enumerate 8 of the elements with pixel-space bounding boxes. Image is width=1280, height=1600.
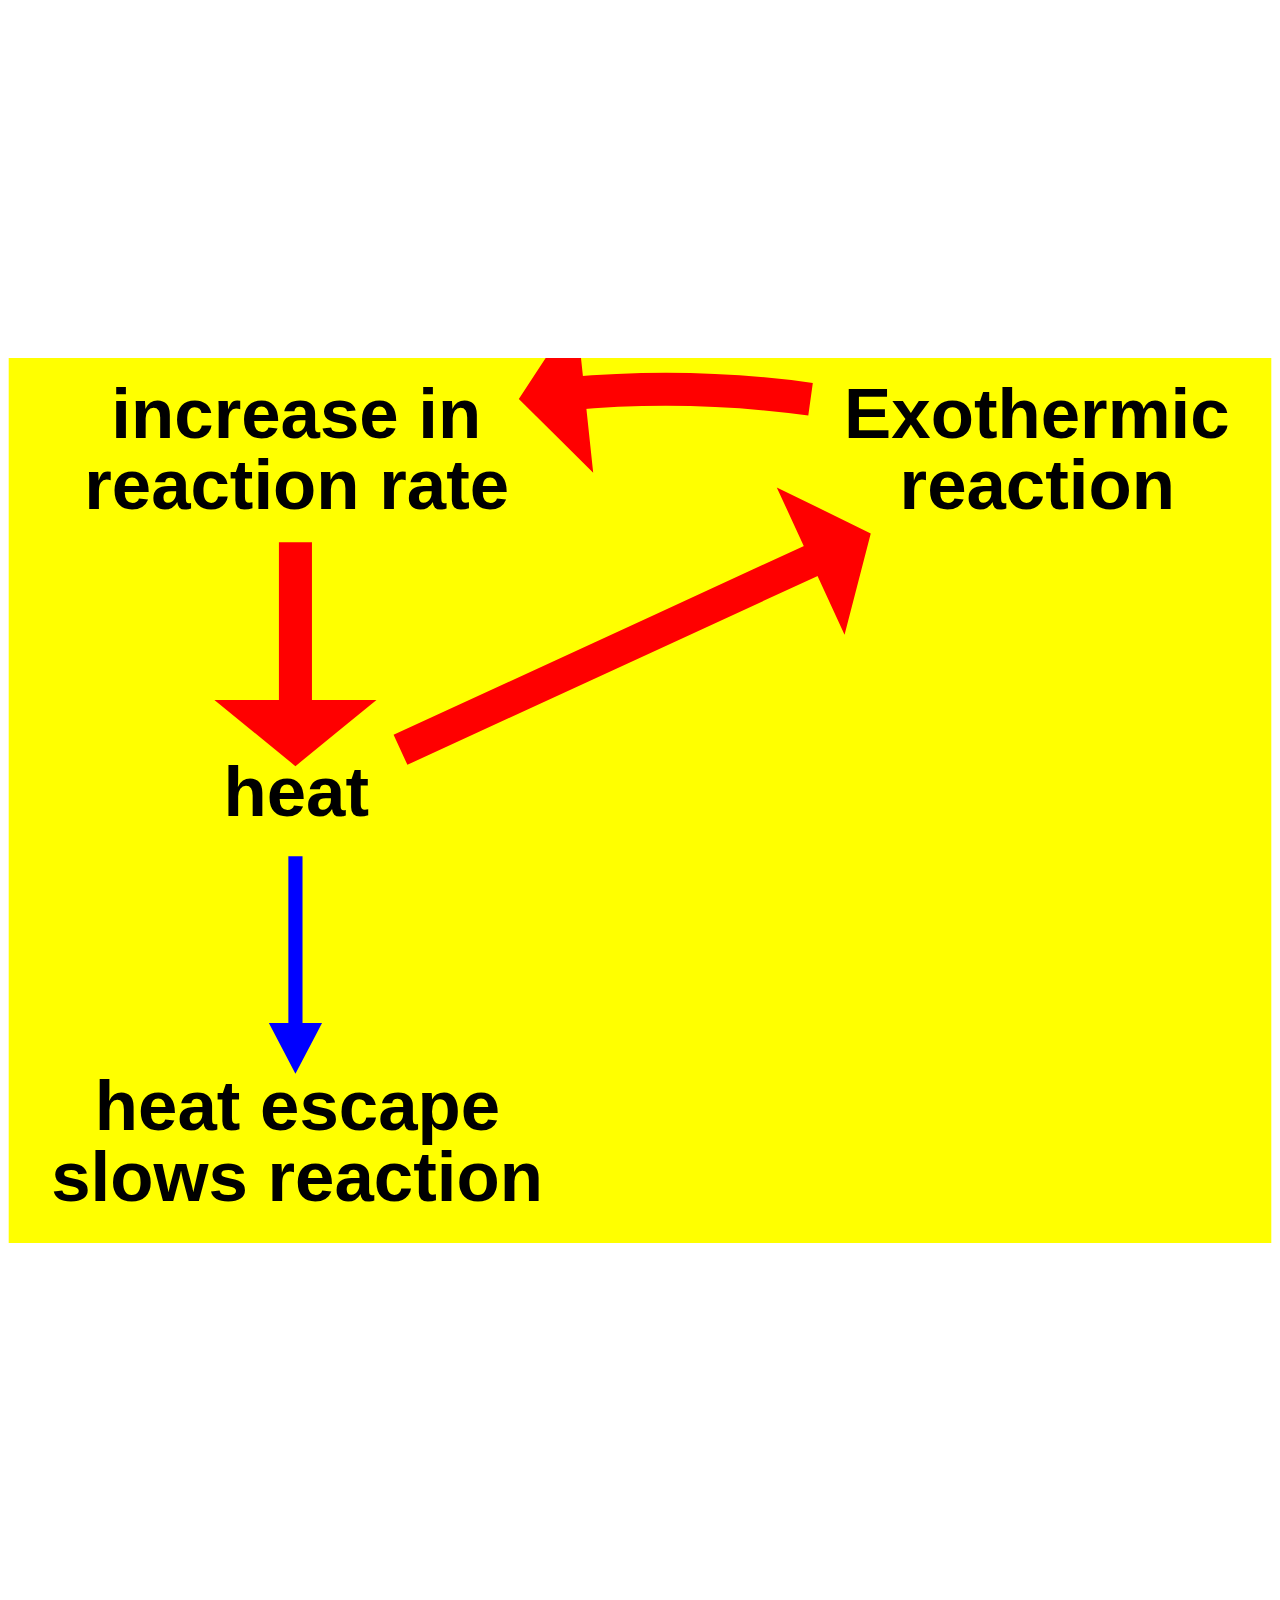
node-text: heat: [223, 751, 370, 831]
node-text: increase in reaction rate: [84, 373, 510, 524]
arrow: [518, 357, 813, 473]
arrow: [214, 541, 377, 766]
arrow: [268, 855, 323, 1074]
node-text: heat escape slows reaction: [51, 1065, 543, 1216]
node-text: Exothermic reaction: [844, 373, 1230, 524]
arrow: [393, 486, 871, 765]
